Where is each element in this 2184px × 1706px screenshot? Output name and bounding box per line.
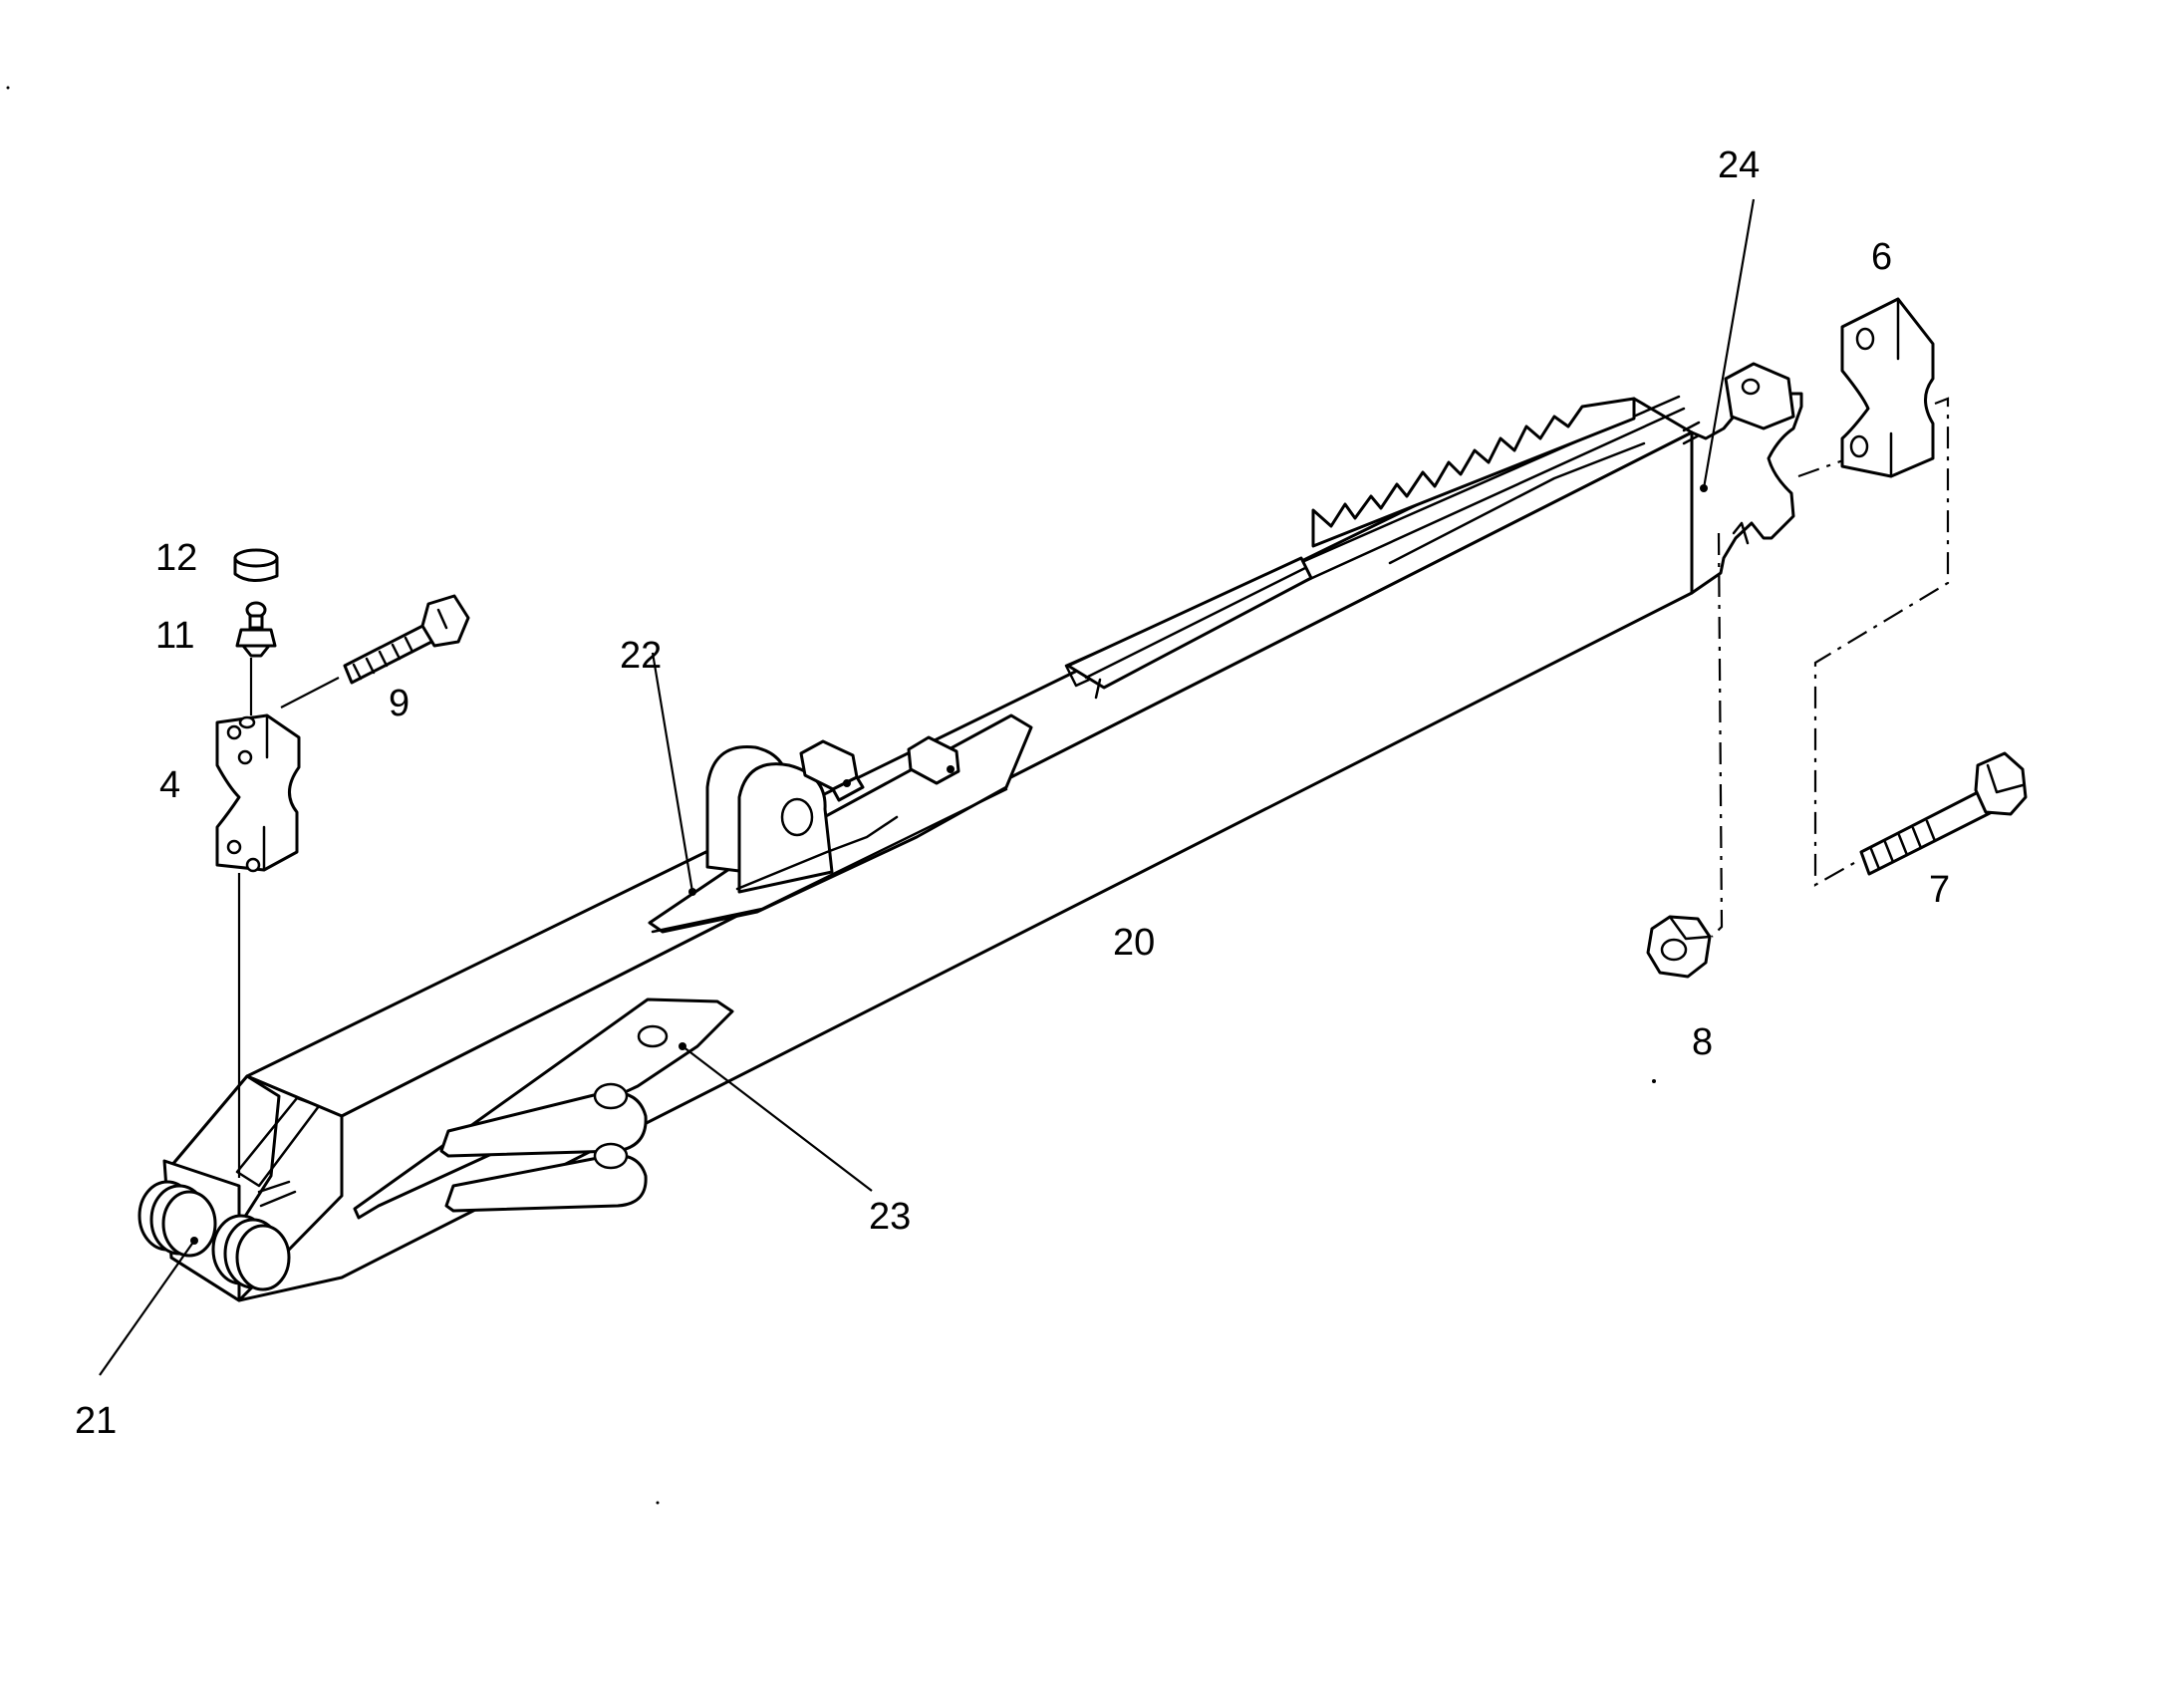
speck <box>6 86 10 90</box>
clamp-block-4 <box>215 713 301 873</box>
speck <box>1652 1079 1656 1083</box>
plate-block-right <box>907 735 960 785</box>
callout-8: 8 <box>1692 1021 1713 1063</box>
head-recess <box>235 1096 321 1208</box>
boom-head <box>137 1074 344 1302</box>
callout-9: 9 <box>389 683 410 724</box>
clamp-block-6 <box>1840 297 1935 478</box>
assembly-lines <box>237 397 1950 1178</box>
side-bracket-23 <box>353 997 734 1220</box>
end-plate-24 <box>1682 362 1803 595</box>
top-channel <box>1066 556 1313 700</box>
callouts: 24 6 12 11 9 22 4 7 20 8 23 21 <box>75 144 1950 1442</box>
callout-7: 7 <box>1929 869 1950 911</box>
plate-block-left <box>799 739 865 802</box>
cap-12 <box>233 548 279 582</box>
callout-21: 21 <box>75 1400 117 1442</box>
upper-bracket-22 <box>648 713 1033 934</box>
callout-20: 20 <box>1113 922 1155 964</box>
callout-24: 24 <box>1718 144 1760 186</box>
bushing-right <box>211 1214 291 1291</box>
ear-hole-lower <box>593 1142 629 1170</box>
callout-11: 11 <box>155 615 194 657</box>
callout-4: 4 <box>159 764 180 806</box>
callout-22: 22 <box>620 635 662 677</box>
upper-lug-hole <box>780 797 814 837</box>
boom-side-face <box>169 430 1694 1302</box>
end-plate-boss <box>1724 362 1795 430</box>
boom-arm <box>169 395 1694 1302</box>
serrated-rack <box>1311 397 1636 548</box>
ear-hole-upper <box>593 1082 629 1110</box>
grease-nipple-11 <box>235 601 277 658</box>
bushing-left <box>137 1180 217 1258</box>
callout-6: 6 <box>1871 236 1892 278</box>
ear-hole-mid <box>637 1024 669 1048</box>
bolt-9 <box>343 594 470 685</box>
nut-8 <box>1646 915 1712 979</box>
callout-23: 23 <box>869 1196 911 1238</box>
callout-12: 12 <box>155 537 197 579</box>
top-shading <box>1388 441 1646 565</box>
bolt-7 <box>1859 751 2028 876</box>
speck <box>656 1501 660 1505</box>
leader-lines <box>99 198 1756 1376</box>
